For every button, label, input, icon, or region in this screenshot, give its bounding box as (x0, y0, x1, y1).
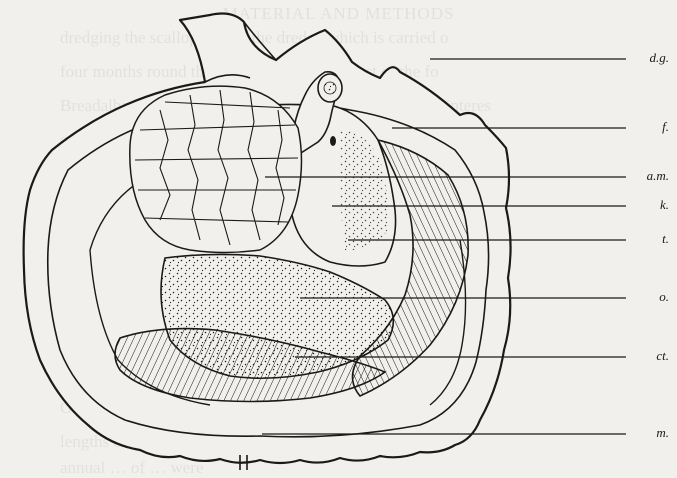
label-foot: f. (662, 120, 669, 134)
label-ctenidium: ct. (656, 349, 669, 363)
label-testis: t. (662, 232, 669, 246)
label-ovary: o. (659, 290, 669, 304)
label-mantle: m. (656, 426, 669, 440)
label-kidney: k. (660, 198, 669, 212)
label-adductor-muscle: a.m. (647, 169, 669, 183)
adductor-muscle (130, 86, 302, 252)
label-digestive-gland: d.g. (650, 51, 670, 65)
